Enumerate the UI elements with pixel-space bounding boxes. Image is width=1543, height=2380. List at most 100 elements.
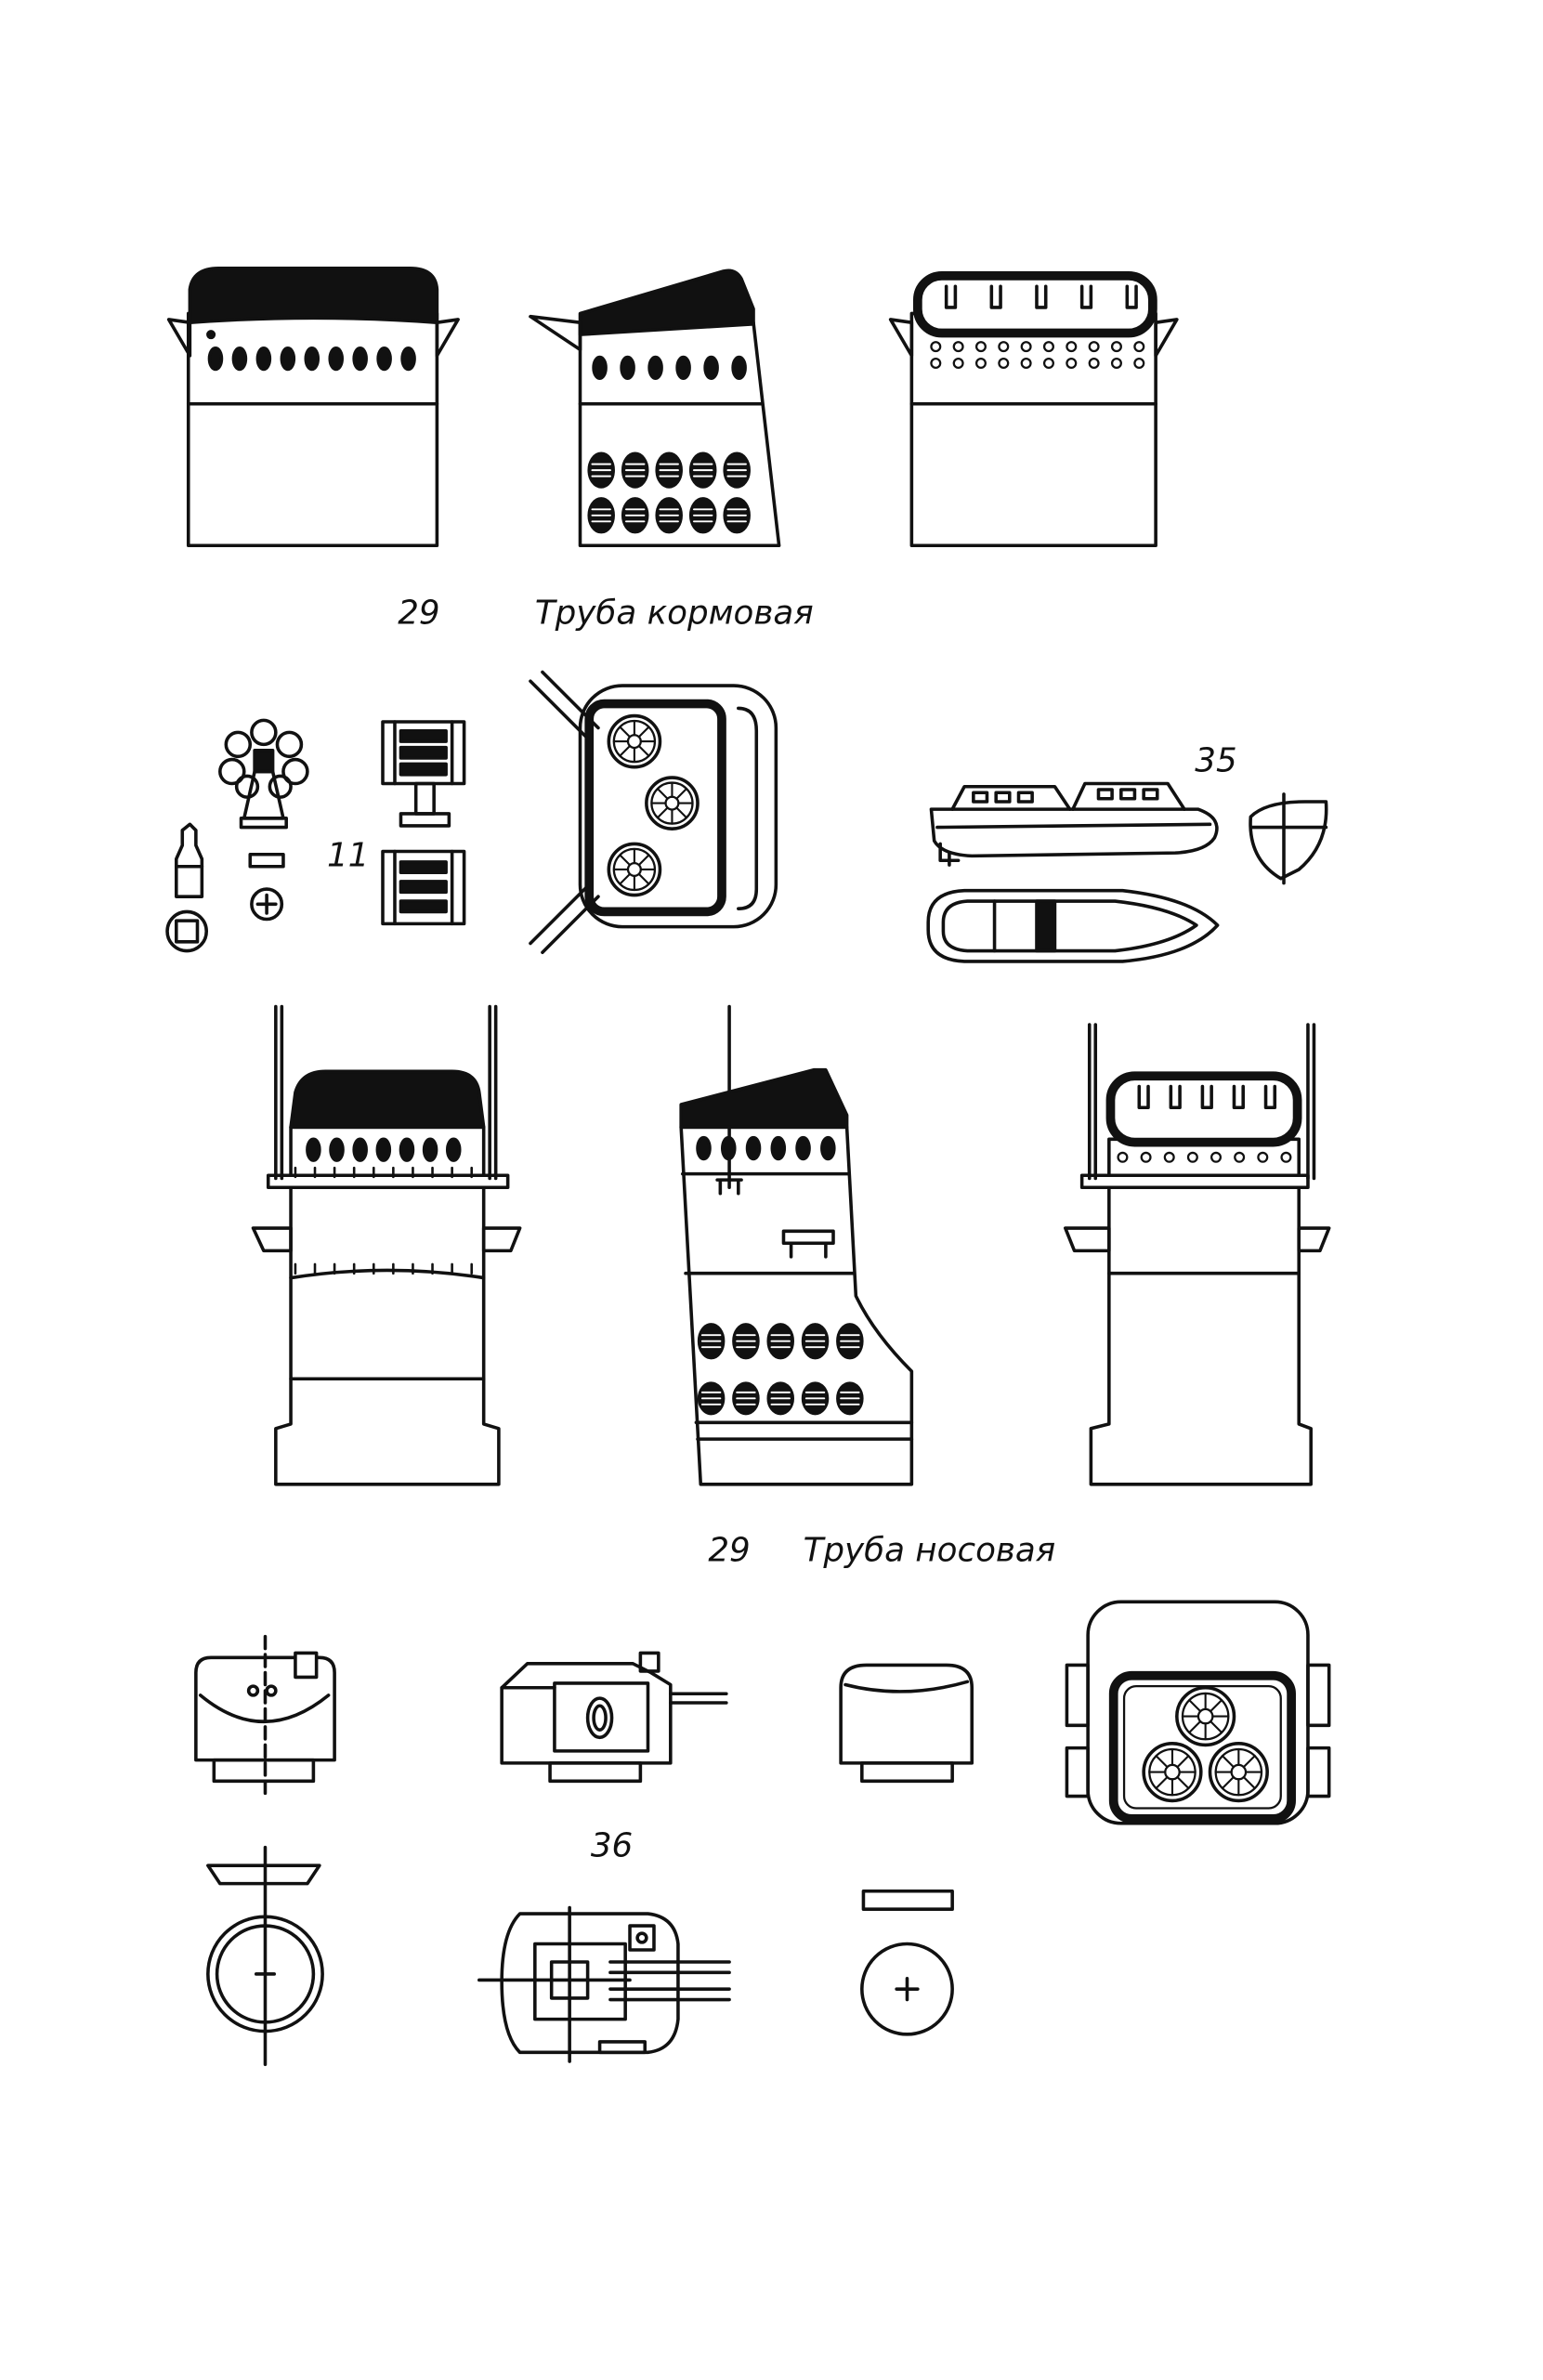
vent-opening — [207, 346, 224, 372]
fan-spoke — [637, 744, 650, 757]
lamp-foot — [399, 812, 451, 828]
cap-slot — [1035, 284, 1048, 309]
fan-spoke — [675, 806, 688, 819]
fitting-side-strip — [861, 1889, 954, 1911]
searchlight-plan-outline — [165, 909, 209, 953]
funnel-cap — [188, 266, 439, 324]
funnel-body-outline — [274, 1185, 501, 1486]
searchlight-body — [174, 822, 204, 898]
turret-sight-box — [638, 1651, 660, 1673]
vent-hole — [1186, 1151, 1198, 1163]
fitting-plan-view — [860, 1889, 954, 2036]
funnel-cap — [289, 1069, 486, 1130]
vent-hole — [1110, 357, 1122, 369]
fitting-base — [860, 1761, 954, 1784]
funnel-plan-tab — [1306, 1663, 1331, 1728]
vent-hole — [1042, 357, 1054, 369]
fan-spoke — [1210, 1720, 1223, 1734]
searchlight-cluster — [218, 718, 309, 830]
uptake-fan — [607, 713, 662, 769]
fan-spoke — [637, 872, 650, 885]
searchlight-side-view — [165, 822, 209, 953]
fan-spoke — [675, 787, 688, 800]
vent-hole — [1133, 357, 1145, 369]
vent-opening — [304, 346, 320, 372]
vent-row-upper — [696, 1135, 836, 1161]
vent-holes — [1117, 1151, 1292, 1163]
strut-top — [529, 670, 600, 740]
vent-hole — [1133, 341, 1145, 353]
rangefinder-hatch — [294, 1651, 319, 1680]
louver-slat — [399, 745, 448, 760]
boat-cabin-aft — [1071, 781, 1186, 811]
aft-funnel-rear-view — [888, 271, 1179, 548]
fitting-body — [839, 1663, 974, 1765]
funnel-bracket-right — [481, 1226, 522, 1253]
vent-opening — [731, 355, 747, 380]
boat-thwart — [1035, 899, 1057, 953]
vent-hole — [974, 341, 987, 353]
cap-slot — [1079, 284, 1093, 309]
vent-opening — [376, 346, 392, 372]
funnel-plan-tab — [1065, 1746, 1090, 1798]
vent-hole — [1117, 1151, 1129, 1163]
motor-boat-side-view — [929, 781, 1219, 867]
turret-base — [548, 1761, 643, 1784]
vent-hole — [1088, 357, 1100, 369]
funnel-plan-outline — [578, 684, 778, 929]
vent-hole — [952, 341, 964, 353]
vent-opening — [329, 1137, 345, 1162]
vent-hole — [930, 341, 942, 353]
vent-hole — [1066, 341, 1078, 353]
boat-hull-section — [1249, 800, 1328, 881]
fore-funnel-front-view — [251, 1004, 522, 1486]
whistle-dot — [206, 330, 216, 340]
searchlight-plan-square — [174, 919, 200, 944]
vent-hole — [1088, 341, 1100, 353]
uptake-fan — [607, 842, 662, 897]
cabin-window — [972, 791, 989, 804]
vent-row-upper — [592, 355, 747, 380]
lamp-base — [239, 817, 288, 830]
fan-spoke — [619, 726, 632, 739]
lamp-plan — [250, 887, 284, 922]
sight-port — [635, 1931, 648, 1944]
funnel-body-outline — [679, 1125, 914, 1486]
boat-hull-plan — [926, 888, 1220, 963]
lamp — [234, 774, 260, 799]
boat-cabin-fore — [950, 784, 1072, 811]
cap-slot — [1263, 1084, 1277, 1110]
aft-funnel-side-view — [529, 268, 781, 548]
funnel-handle — [781, 1229, 835, 1259]
louver-slat — [399, 860, 448, 875]
sight-port — [246, 1684, 260, 1697]
lamp — [275, 730, 304, 759]
cap-slot — [1125, 284, 1138, 309]
funnel-cap — [679, 1067, 849, 1130]
lamp-hub — [253, 749, 275, 774]
turret-door — [553, 1681, 650, 1753]
rivet-line — [294, 1166, 474, 1179]
vent-hole — [1257, 1151, 1269, 1163]
fore-funnel-plan-view — [1065, 1600, 1331, 1825]
lamp-stem — [413, 781, 436, 816]
boat-rudder — [938, 842, 961, 867]
vent-hole — [1140, 1151, 1152, 1163]
vent-hole — [930, 357, 942, 369]
vent-hole — [1110, 341, 1122, 353]
louver-slat — [399, 899, 448, 914]
vent-hole — [1163, 1151, 1175, 1163]
rangefinder-plan-inner — [215, 1924, 316, 2024]
mast-left — [1087, 1023, 1098, 1181]
fitting-plan-outline — [860, 1942, 954, 2036]
fan-spoke — [1242, 1775, 1256, 1790]
vent-hole — [1020, 341, 1032, 353]
lamp-side — [248, 852, 285, 869]
gun-barrel — [608, 1987, 731, 2002]
fan-spoke — [1242, 1755, 1256, 1769]
boat-deck-edge — [941, 899, 1198, 953]
vent-row-lower — [587, 497, 751, 534]
cabin-window — [1119, 788, 1137, 801]
funnel-bracket-right — [1297, 1226, 1331, 1253]
